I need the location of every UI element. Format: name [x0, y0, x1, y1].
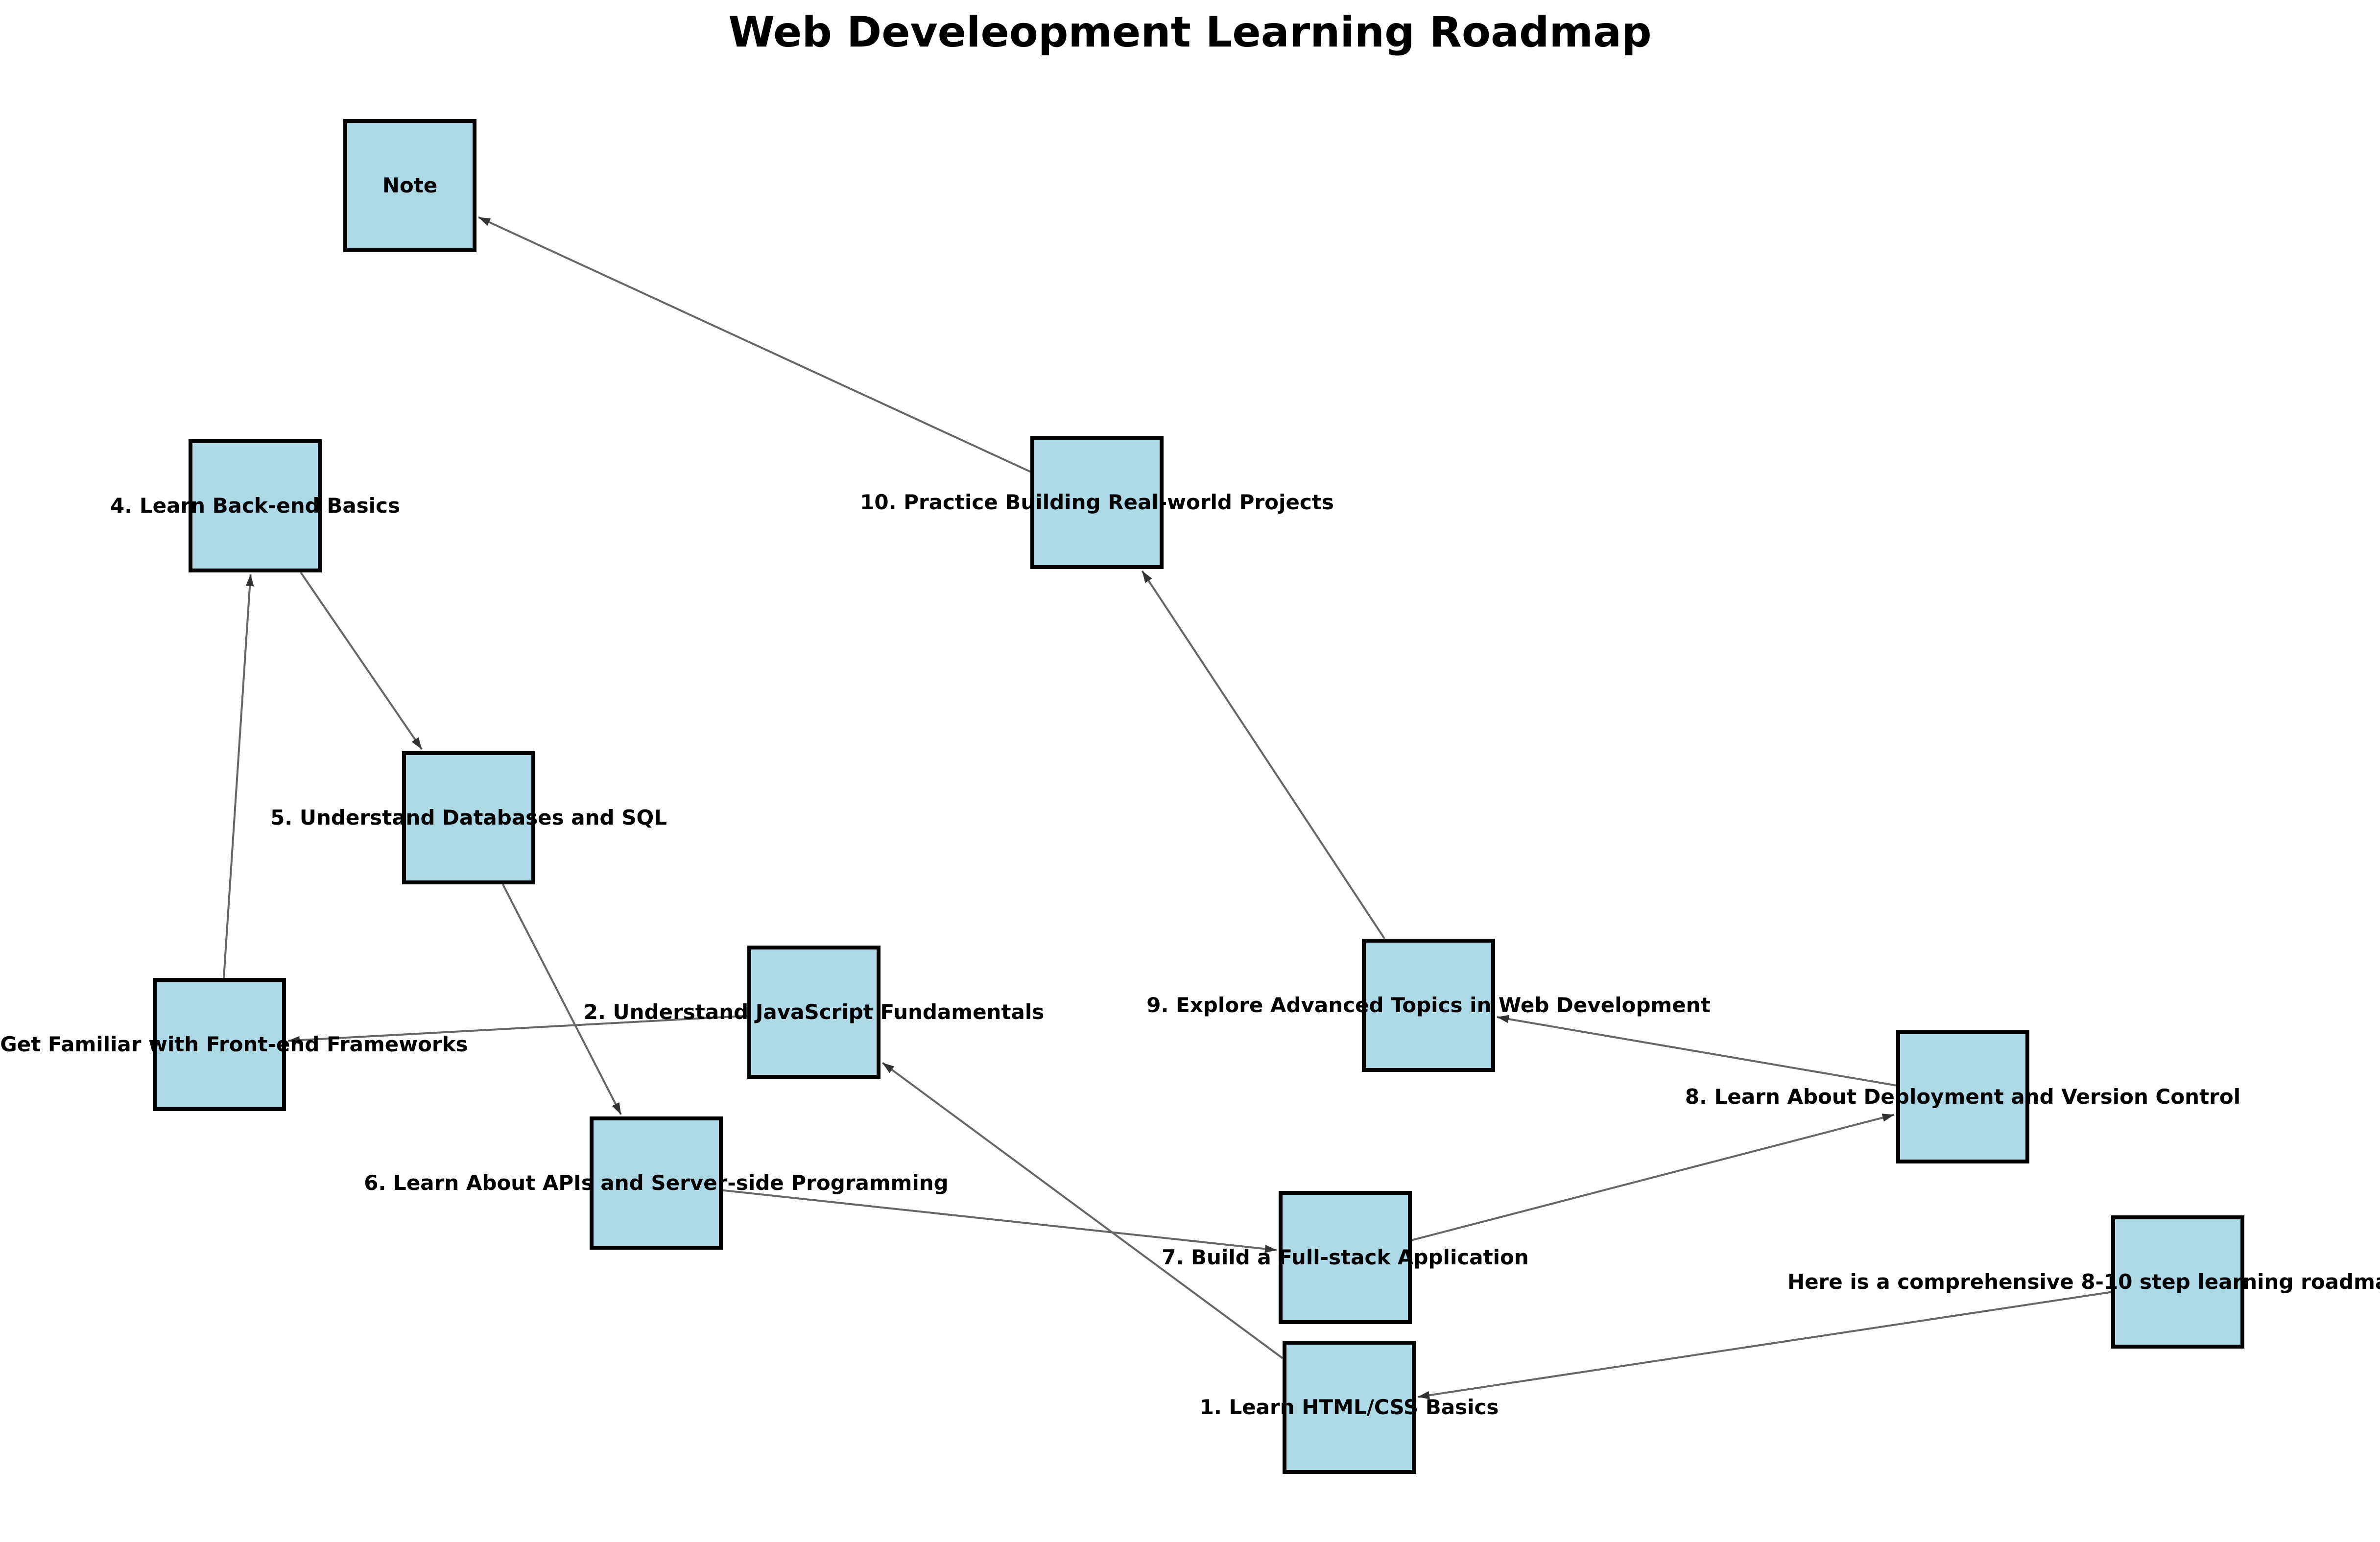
node-label-n3: 3. Get Familiar with Front-end Framework… — [0, 1032, 468, 1056]
node-intro — [2111, 1215, 2244, 1349]
node-n7 — [1279, 1191, 1412, 1324]
node-box-n4 — [189, 439, 322, 572]
edge-n9-to-n10 — [1141, 570, 1385, 940]
node-label-note: Note — [382, 173, 438, 197]
node-n5 — [402, 751, 535, 884]
node-label-n9: 9. Explore Advanced Topics in Web Develo… — [1146, 993, 1711, 1017]
node-box-n8 — [1896, 1030, 2029, 1163]
node-box-n5 — [402, 751, 535, 884]
node-box-note — [343, 119, 476, 252]
node-box-n7 — [1279, 1191, 1412, 1324]
edge-n5-to-n6 — [502, 884, 622, 1115]
node-n2 — [747, 946, 881, 1079]
node-box-intro — [2111, 1215, 2244, 1349]
edge-n2-to-n3 — [287, 1015, 748, 1044]
node-label-n8: 8. Learn About Deployment and Version Co… — [1685, 1085, 2240, 1109]
node-box-n3 — [153, 978, 286, 1111]
edge-n10-to-note — [478, 216, 1031, 473]
edge-n7-to-n8 — [1411, 1114, 1895, 1241]
edge-intro-to-n1 — [1417, 1291, 2112, 1400]
edges-layer — [223, 216, 2112, 1400]
node-label-n4: 4. Learn Back-end Basics — [110, 494, 400, 518]
edge-n1-to-n2 — [881, 1062, 1284, 1359]
node-label-n1: 1. Learn HTML/CSS Basics — [1200, 1395, 1499, 1419]
node-n8 — [1896, 1030, 2029, 1163]
node-n10 — [1030, 436, 1164, 569]
node-box-n2 — [747, 946, 881, 1079]
node-label-n5: 5. Understand Databases and SQL — [270, 806, 667, 830]
node-label-n6: 6. Learn About APIs and Server-side Prog… — [364, 1171, 949, 1195]
edge-n8-to-n9 — [1497, 1015, 1897, 1087]
edge-n4-to-n5 — [300, 571, 423, 750]
node-label-n7: 7. Build a Full-stack Application — [1162, 1245, 1529, 1269]
node-n4 — [189, 439, 322, 572]
node-n3 — [153, 978, 286, 1111]
node-label-intro: Here is a comprehensive 8-10 step learni… — [1787, 1270, 2380, 1294]
node-note — [343, 119, 476, 252]
edge-n6-to-n7 — [722, 1189, 1277, 1253]
edge-n3-to-n4 — [223, 574, 254, 978]
nodes-layer: Here is a comprehensive 8-10 step learni… — [0, 119, 2380, 1474]
node-n6 — [590, 1116, 723, 1250]
node-box-n10 — [1030, 436, 1164, 569]
node-label-n2: 2. Understand JavaScript Fundamentals — [584, 1000, 1045, 1024]
node-box-n9 — [1362, 939, 1495, 1072]
node-label-n10: 10. Practice Building Real-world Project… — [860, 490, 1334, 514]
node-box-n6 — [590, 1116, 723, 1250]
diagram-title: Web Develeopment Learning Roadmap — [728, 8, 1652, 57]
node-n1 — [1283, 1341, 1416, 1474]
node-n9 — [1362, 939, 1495, 1072]
node-box-n1 — [1283, 1341, 1416, 1474]
